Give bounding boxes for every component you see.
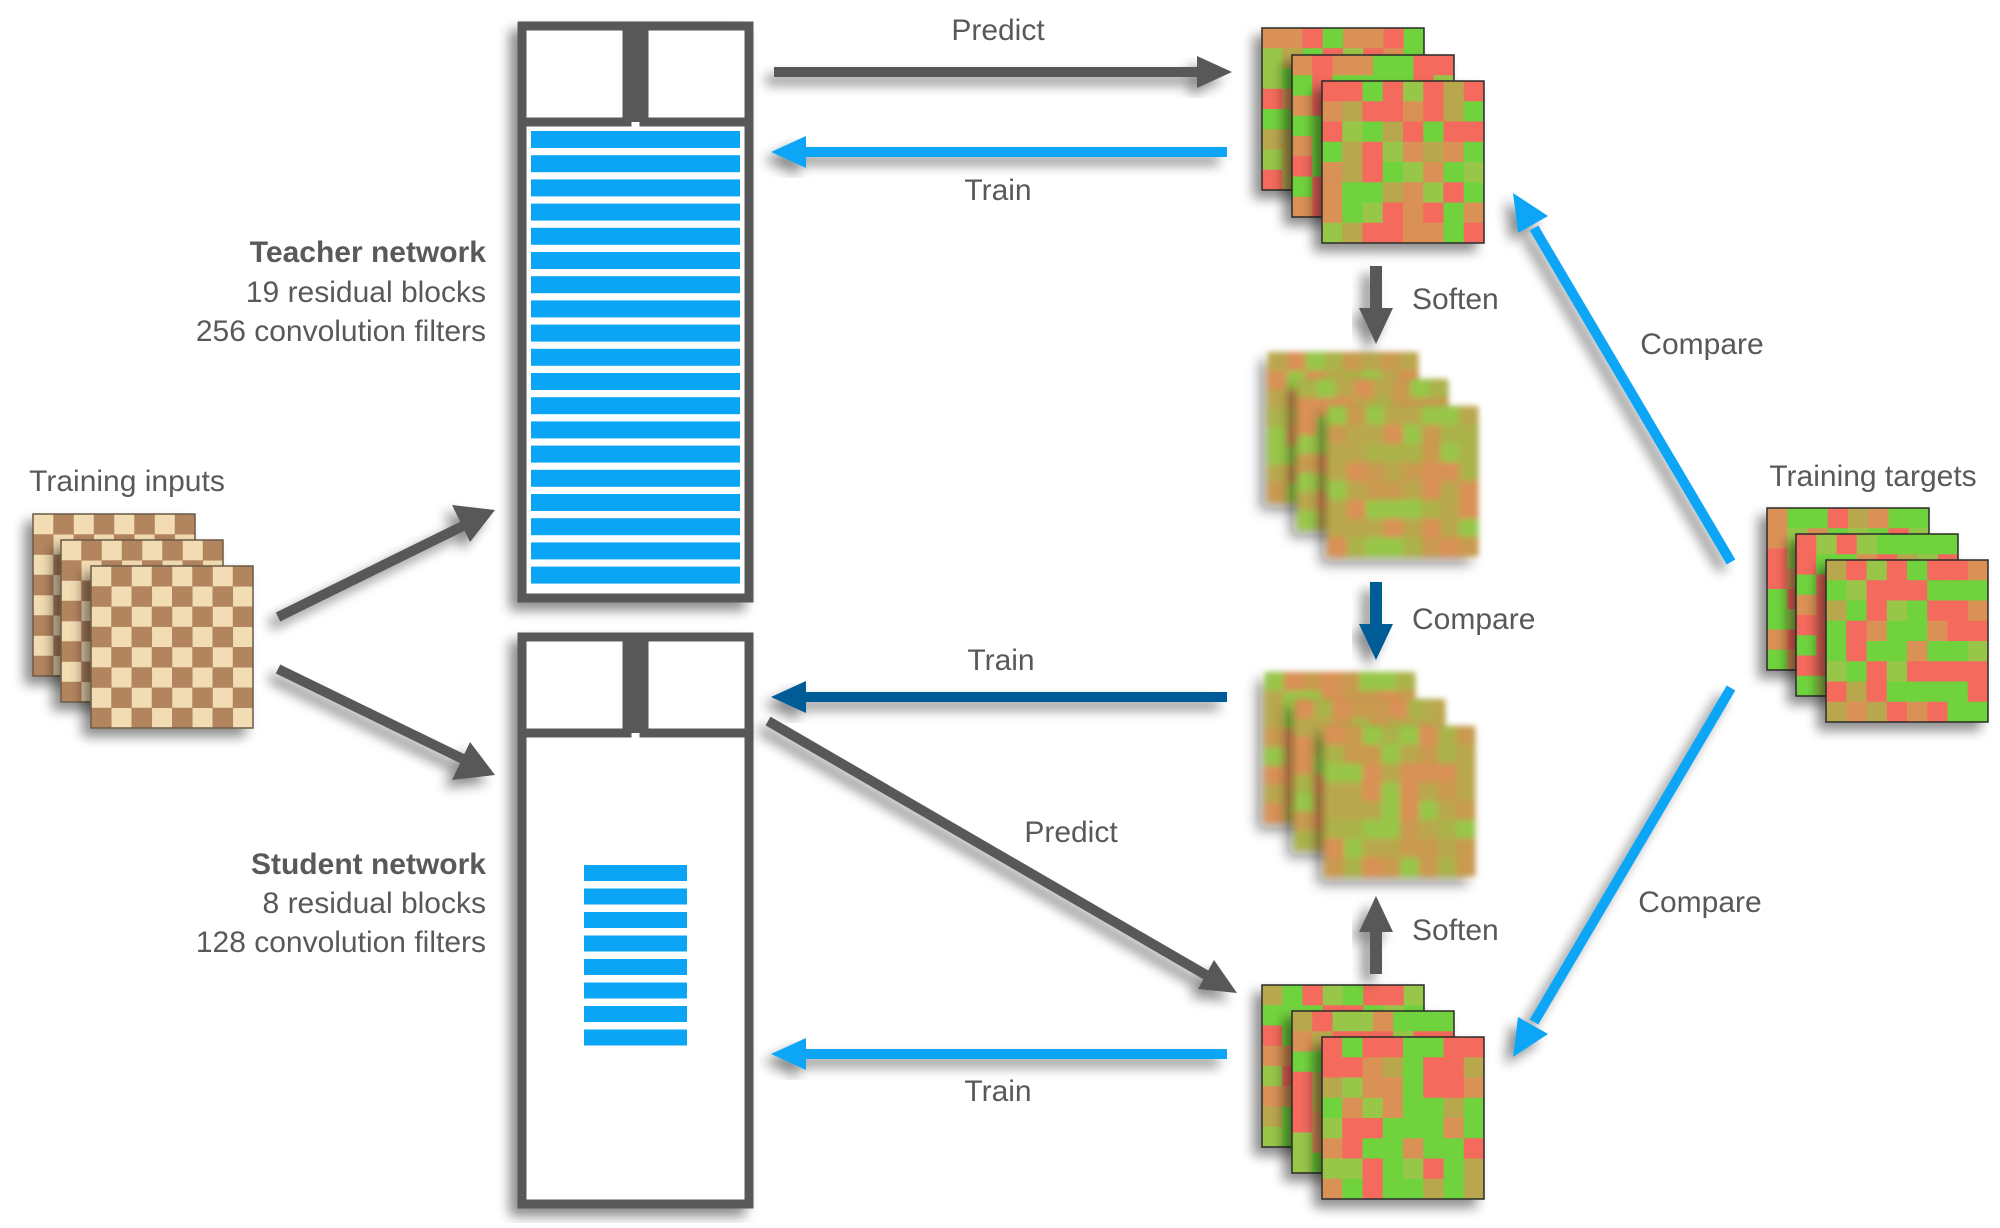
label-teacher-soften: Soften bbox=[1412, 283, 1499, 316]
student-residual-block bbox=[584, 888, 687, 905]
teacher-residual-block bbox=[531, 421, 740, 439]
arrow-targets-compare-top bbox=[1513, 193, 1736, 565]
teacher-residual-block bbox=[531, 494, 740, 511]
label-soft-compare: Compare bbox=[1412, 603, 1535, 636]
teacher-residual-block bbox=[531, 179, 740, 197]
teacher-network-filters: 256 convolution filters bbox=[196, 315, 486, 348]
student-residual-block bbox=[584, 865, 687, 881]
student-residual-block bbox=[584, 1006, 687, 1022]
teacher-prediction-stack bbox=[1261, 27, 1485, 244]
training-inputs-stack bbox=[32, 513, 254, 729]
heatmap-layer bbox=[1328, 406, 1479, 557]
student-network-blocks: 8 residual blocks bbox=[263, 887, 486, 920]
teacher-network-title: Teacher network bbox=[250, 236, 487, 269]
arrow-teacher-soften bbox=[1359, 266, 1393, 344]
teacher-residual-block bbox=[531, 469, 740, 487]
heatmap-layer bbox=[1321, 80, 1485, 244]
teacher-residual-block bbox=[531, 348, 740, 366]
training-inputs-label: Training inputs bbox=[29, 465, 225, 498]
label-student-soften: Soften bbox=[1412, 914, 1499, 947]
label-student-predict: Predict bbox=[1024, 816, 1118, 849]
label-teacher-train: Train bbox=[964, 174, 1031, 207]
student-residual-blocks bbox=[584, 865, 687, 1046]
teacher-residual-block bbox=[531, 373, 740, 390]
teacher-residual-blocks bbox=[531, 131, 740, 584]
teacher-residual-block bbox=[531, 227, 740, 245]
student-residual-block bbox=[584, 1029, 687, 1046]
arrow-targets-compare-bottom bbox=[1513, 685, 1736, 1057]
heatmap-layer bbox=[1321, 1036, 1485, 1200]
heatmap-layer bbox=[1825, 559, 1989, 723]
teacher-residual-block bbox=[531, 566, 740, 584]
teacher-residual-block bbox=[531, 542, 740, 560]
student-residual-block bbox=[584, 912, 687, 928]
teacher-residual-block bbox=[531, 445, 740, 463]
teacher-residual-block bbox=[531, 276, 740, 294]
student-residual-block bbox=[584, 959, 687, 975]
teacher-residual-block bbox=[531, 324, 740, 342]
training-targets-stack bbox=[1766, 507, 1989, 723]
student-residual-block bbox=[584, 982, 687, 999]
teacher-residual-block bbox=[531, 518, 740, 536]
label-targets-compare-bottom: Compare bbox=[1638, 886, 1761, 919]
arrow-teacher-train bbox=[771, 136, 1227, 168]
teacher-residual-block bbox=[531, 252, 740, 269]
teacher-residual-block bbox=[531, 300, 740, 318]
student-network-filters: 128 convolution filters bbox=[196, 926, 486, 959]
arrow-student-train bbox=[771, 1038, 1227, 1070]
student-network-box bbox=[517, 632, 754, 1209]
heatmap-layer bbox=[1325, 726, 1476, 877]
teacher-residual-block bbox=[531, 203, 740, 221]
arrow-teacher-predict bbox=[774, 56, 1232, 88]
arrow-student-distill-train bbox=[771, 681, 1227, 713]
arrow-inputs-to-teacher bbox=[275, 505, 495, 622]
training-targets-label: Training targets bbox=[1769, 460, 1976, 493]
label-targets-compare-top: Compare bbox=[1640, 328, 1763, 361]
chessboard-layer bbox=[90, 565, 254, 729]
student-softened-stack bbox=[1265, 672, 1476, 877]
teacher-residual-block bbox=[531, 155, 740, 173]
teacher-residual-block bbox=[531, 397, 740, 415]
label-student-train: Train bbox=[964, 1075, 1031, 1108]
student-prediction-stack bbox=[1261, 984, 1485, 1200]
arrow-student-soften bbox=[1359, 896, 1393, 974]
label-student-distill-train: Train bbox=[967, 644, 1034, 677]
student-residual-block bbox=[584, 935, 687, 952]
teacher-softened-stack bbox=[1268, 352, 1479, 557]
arrow-inputs-to-student bbox=[275, 664, 495, 780]
arrow-student-predict bbox=[765, 716, 1237, 993]
arrow-soft-compare bbox=[1359, 582, 1393, 660]
label-teacher-predict: Predict bbox=[951, 14, 1045, 47]
teacher-network-blocks: 19 residual blocks bbox=[246, 276, 486, 309]
teacher-residual-block bbox=[531, 131, 740, 148]
student-network-title: Student network bbox=[251, 848, 486, 881]
